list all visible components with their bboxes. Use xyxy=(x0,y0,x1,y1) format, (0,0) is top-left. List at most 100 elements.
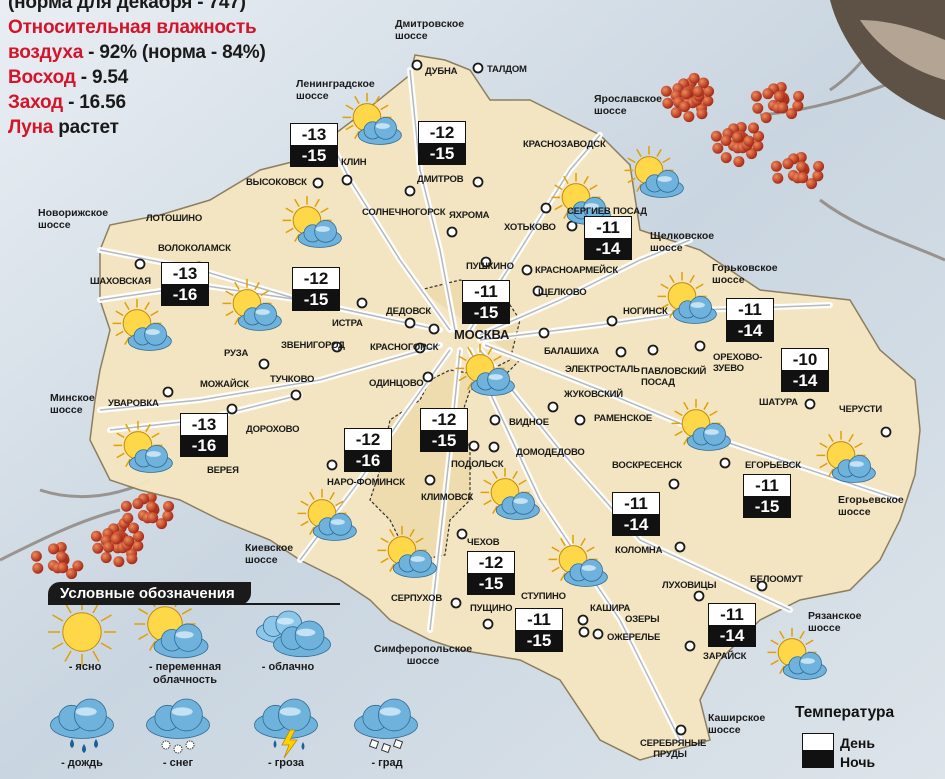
berry-4-13 xyxy=(163,500,175,512)
city-marker-48 xyxy=(482,618,494,630)
city-krasnozavodsk: КРАСНОЗАВОДСК xyxy=(523,139,606,150)
temp-box-zaraysk: -11-14 xyxy=(708,603,756,647)
temp-night: -15 xyxy=(744,496,790,517)
city-kolomna: КОЛОМНА xyxy=(615,545,663,556)
city-vidnoe: ВИДНОЕ xyxy=(509,417,549,428)
temp-box-istra: -12-15 xyxy=(292,267,340,311)
legend-label-hail: - град xyxy=(371,757,403,769)
berry-1-20 xyxy=(731,131,743,143)
city-marker-52 xyxy=(675,724,687,736)
map-partly-cloudy-icon-7 xyxy=(671,398,731,451)
temp-night: -15 xyxy=(291,145,337,166)
city-elektrostal: ЭЛЕКТРОСТАЛЬ xyxy=(565,364,640,375)
road-centerline-3 xyxy=(99,249,441,331)
city-marker-24 xyxy=(694,340,706,352)
city-marker-13 xyxy=(521,264,533,276)
sunset-value: - 16.56 xyxy=(62,92,126,113)
temp-day: -12 xyxy=(468,552,514,573)
day-swatch xyxy=(802,733,834,750)
berry-6-9 xyxy=(772,172,784,184)
city-marker-16 xyxy=(404,317,416,329)
city-solnechnogorsk: СОЛНЕЧНОГОРСК xyxy=(362,207,446,218)
temp-night: -15 xyxy=(516,630,562,651)
city-pushkino: ПУШКИНО xyxy=(466,261,514,272)
city-marker-9 xyxy=(566,220,578,232)
city-tuchkovo: ТУЧКОВО xyxy=(270,374,315,385)
map-partly-cloudy-icon-15 xyxy=(551,172,611,225)
city-marker-49 xyxy=(578,626,590,638)
city-serpukhov: СЕРПУХОВ xyxy=(391,593,443,604)
berry-1-13 xyxy=(753,130,765,142)
city-marker-32 xyxy=(880,426,892,438)
berry-0-8 xyxy=(702,95,714,107)
city-marker-8 xyxy=(540,202,552,214)
temp-day: -12 xyxy=(421,409,467,430)
legend-label-partly-cloudy: - переменная облачность xyxy=(148,661,222,686)
legend-icons xyxy=(48,593,418,759)
city-krasnoarmeysk: КРАСНОАРМЕЙСК xyxy=(535,265,619,276)
city-marker-28 xyxy=(422,371,434,383)
berry-0-23 xyxy=(688,72,700,84)
hail-icon xyxy=(354,698,418,754)
city-marker-25 xyxy=(258,358,270,370)
temp-night: -16 xyxy=(345,450,391,471)
berry-2-13 xyxy=(793,90,805,102)
berry-3-9 xyxy=(92,542,104,554)
berry-6-10 xyxy=(796,161,808,173)
berry-3-25 xyxy=(110,533,122,545)
berry-0-25 xyxy=(680,88,692,100)
city-marker-45 xyxy=(756,580,768,592)
road-centerline-10 xyxy=(429,349,461,631)
berry-6-3 xyxy=(806,178,818,190)
berry-4-9 xyxy=(122,512,134,524)
berry-1-21 xyxy=(743,135,755,147)
city-schelkovo: ЩЕЛКОВО xyxy=(538,287,587,298)
map-partly-cloudy-icon-10 xyxy=(297,488,357,541)
temp-box-shatura: -10-14 xyxy=(781,348,829,392)
city-podolsk: ПОДОЛЬСК xyxy=(451,459,504,470)
city-marker-44 xyxy=(693,590,705,602)
temp-day: -13 xyxy=(162,263,208,284)
city-beloomut: БЕЛООМУТ xyxy=(750,574,803,585)
city-mozhaysk: МОЖАЙСК xyxy=(200,379,249,390)
city-pushchino: ПУЩИНО xyxy=(470,603,513,614)
region-shape xyxy=(89,54,921,761)
berry-1-8 xyxy=(752,140,764,152)
city-marker-20 xyxy=(414,342,426,354)
thunderstorm-icon xyxy=(254,698,318,759)
map-partly-cloudy-icon-2 xyxy=(282,195,342,248)
city-marker-40 xyxy=(719,457,731,469)
city-marker-14 xyxy=(532,285,544,297)
road-label-dmitrovskoe: Дмитровское шоссе xyxy=(395,18,465,42)
city-kashira: КАШИРА xyxy=(590,603,631,614)
temp-box-mozhaysk: -13-16 xyxy=(180,413,228,457)
berry-3-19 xyxy=(113,556,125,568)
berry-2-11 xyxy=(777,102,789,114)
map-partly-cloudy-icon-11 xyxy=(377,525,437,578)
map-partly-cloudy-icon-5 xyxy=(455,343,515,396)
city-marker-0 xyxy=(411,59,423,71)
berry-2-3 xyxy=(786,108,798,120)
temp-night: -14 xyxy=(727,320,773,341)
road-label-kievskoe: Киевское шоссе xyxy=(245,542,294,566)
city-marker-42 xyxy=(674,541,686,553)
city-marker-34 xyxy=(226,403,238,415)
city-taldom: ТАЛДОМ xyxy=(487,64,527,75)
city-vysokovsk: ВЫСОКОВСК xyxy=(246,177,307,188)
map-partly-cloudy-icon-12 xyxy=(548,534,608,587)
city-ramenskoe: РАМЕНСКОЕ xyxy=(594,413,653,424)
berry-2-8 xyxy=(792,100,804,112)
city-krasnogorsk: КРАСНОГОРСК xyxy=(370,342,439,353)
temp-box-naro: -12-16 xyxy=(344,428,392,472)
temp-day: -11 xyxy=(463,281,509,302)
city-lotoshino: ЛОТОШИНО xyxy=(146,213,203,224)
berry-1-18 xyxy=(747,122,759,134)
sunrise-line: Восход - 9.54 xyxy=(8,65,266,90)
berry-6-13 xyxy=(813,160,825,172)
map-partly-cloudy-icon-6 xyxy=(657,271,717,324)
road-centerline-8 xyxy=(484,344,901,501)
berry-0-14 xyxy=(670,107,682,119)
temp-night: -15 xyxy=(293,289,339,310)
city-marker-2 xyxy=(341,174,353,186)
